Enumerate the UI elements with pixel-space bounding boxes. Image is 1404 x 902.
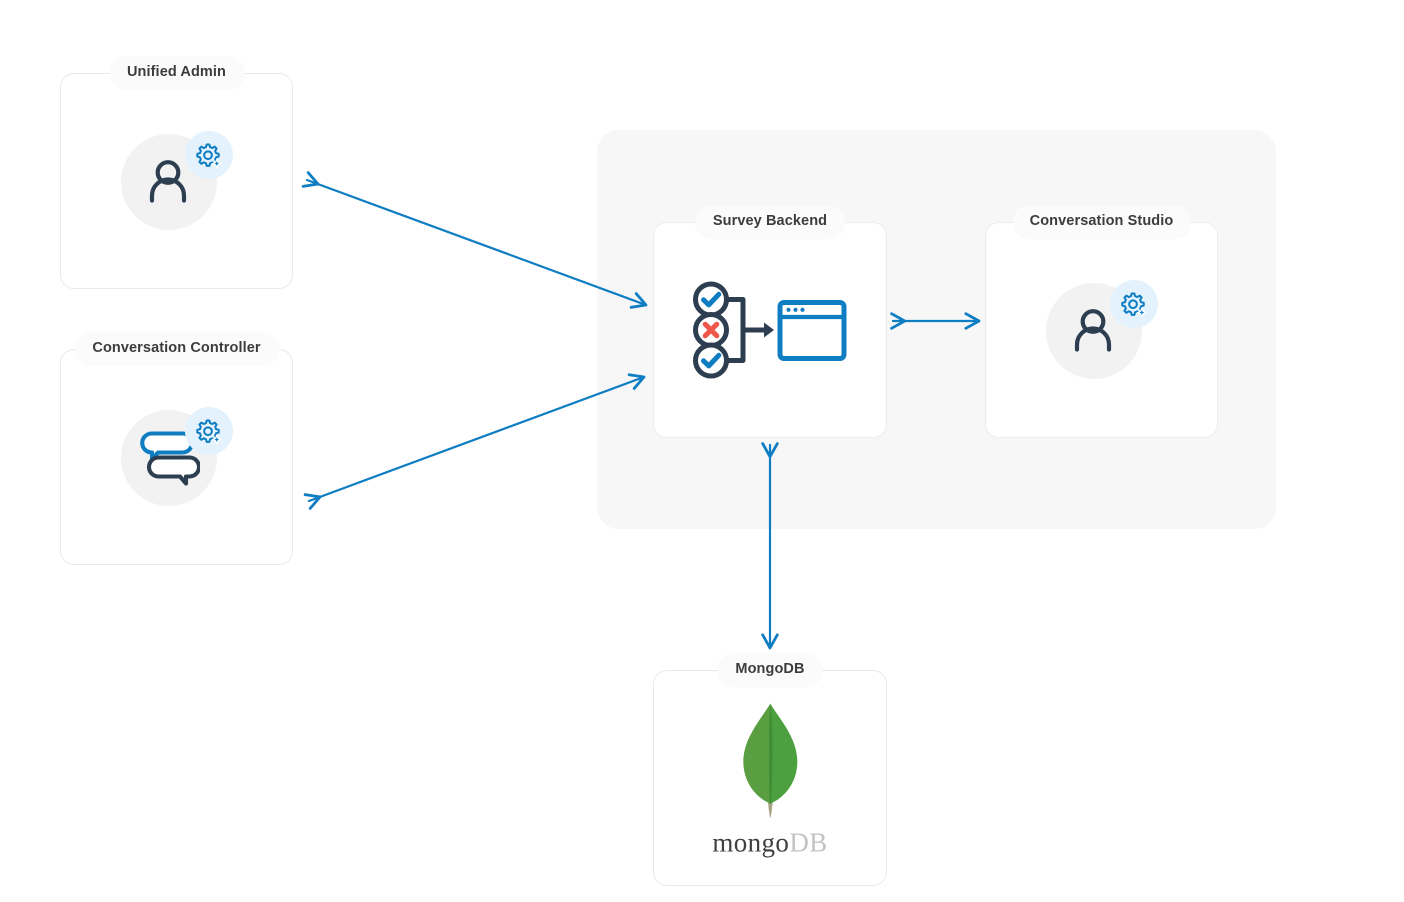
node-card-survey-backend[interactable]: Survey Backend xyxy=(653,205,887,438)
mongodb-wordmark: mongoDB xyxy=(712,827,828,858)
node-label-mongodb: MongoDB xyxy=(717,653,823,687)
chat-bubbles-icon xyxy=(121,410,217,506)
node-card-mongodb[interactable]: MongoDB mongoDB xyxy=(653,653,887,886)
connector-controller-backend xyxy=(303,373,646,510)
gear-sparkle-icon xyxy=(1109,280,1158,328)
node-card-conversation-studio[interactable]: Conversation Studio xyxy=(985,205,1218,438)
node-card-unified-admin[interactable]: Unified Admin xyxy=(60,56,293,289)
mongodb-leaf-icon xyxy=(742,703,797,819)
mongodb-logo-icon: mongoDB xyxy=(712,700,827,857)
node-label-conversation-studio: Conversation Studio xyxy=(1011,205,1192,239)
node-label-unified-admin: Unified Admin xyxy=(108,56,245,90)
mongodb-wordmark-secondary: DB xyxy=(789,827,828,858)
node-card-conversation-controller[interactable]: Conversation Controller xyxy=(60,332,293,565)
user-icon xyxy=(1046,283,1142,379)
user-icon xyxy=(121,134,217,230)
mongodb-wordmark-primary: mongo xyxy=(712,827,790,858)
user-gear-icon-cluster xyxy=(120,131,233,231)
gear-sparkle-icon xyxy=(184,407,233,455)
node-label-survey-backend: Survey Backend xyxy=(694,205,846,239)
chat-bubbles-gear-icon-cluster xyxy=(120,407,233,507)
workflow-browser-icon xyxy=(691,281,849,379)
connector-admin-backend xyxy=(301,171,648,309)
node-label-conversation-controller: Conversation Controller xyxy=(74,332,279,366)
gear-sparkle-icon xyxy=(184,131,233,179)
user-gear-icon-cluster xyxy=(1045,280,1158,380)
